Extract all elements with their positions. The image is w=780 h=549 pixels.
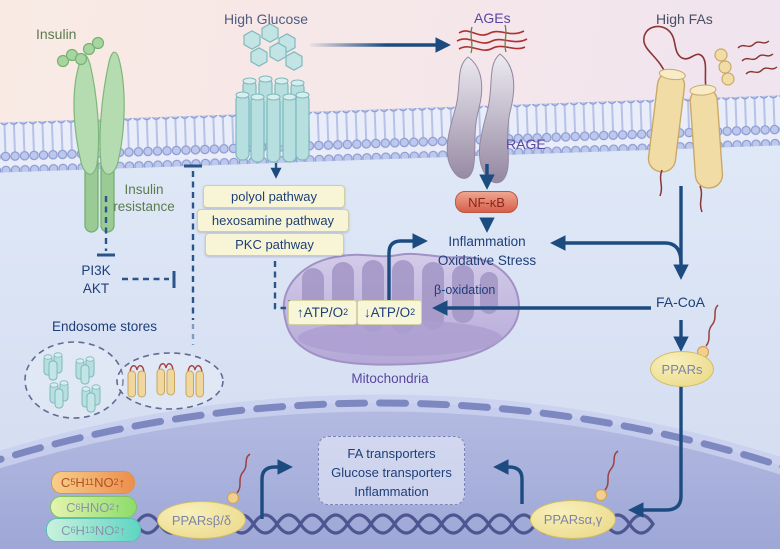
- insulin-receptor: [56, 36, 125, 233]
- pkc-pathway-box: PKC pathway: [205, 233, 344, 256]
- hexosamine-pathway-box: hexosamine pathway: [197, 209, 349, 232]
- ages-label: AGEs: [474, 10, 511, 26]
- insulin-molecule: [56, 36, 105, 68]
- inflammation-label: Inflammation Oxidative Stress: [437, 234, 537, 268]
- high-glucose-label: High Glucose: [224, 11, 309, 27]
- fa-transporters: [643, 25, 778, 213]
- fa-coa-label: FA-CoA: [656, 294, 706, 310]
- ages-molecules: [456, 24, 528, 54]
- high-fas-label: High FAs: [656, 11, 713, 27]
- ppars-ellipse: PPARs: [650, 351, 714, 387]
- cell-membrane: [0, 93, 780, 174]
- free-fatty-acids: [714, 40, 778, 86]
- pathway-arrows: [260, 37, 689, 519]
- rage-label: RAGE: [506, 136, 546, 152]
- mitochondria-label: Mitochondria: [351, 371, 429, 386]
- fatty-acid-chain: [643, 25, 707, 89]
- target-genes-box: FA transporters Glucose transporters Inf…: [318, 436, 465, 505]
- nfkb-pill: NF-κB: [455, 191, 518, 213]
- rage-receptor: [446, 53, 515, 184]
- inhibition-lines: [97, 163, 292, 345]
- arrow-ppars-to-nucleus: [628, 386, 683, 518]
- nuclear-envelope-pores: [0, 399, 780, 470]
- arrow-ppars-ag-to-genes: [493, 459, 524, 504]
- endosome-stores-label: Endosome stores: [52, 319, 158, 334]
- endosome-glucose-vesicle: [24, 341, 124, 419]
- ppars-ag-ellipse: PPARsα,γ: [530, 500, 616, 539]
- insulin-resistance-label: Insulin resistance: [113, 182, 175, 214]
- endosome-stores: [24, 341, 224, 419]
- ppars-bd-ellipse: PPARsβ/δ: [157, 501, 246, 539]
- pi3k-akt-label: PI3K AKT: [81, 263, 111, 296]
- ppars-ligands: [226, 304, 719, 505]
- arrow-ppars-bd-to-genes: [260, 459, 293, 519]
- arrow-mito-to-inflammation: [387, 233, 428, 302]
- beta-oxidation-label: β-oxidation: [434, 283, 496, 297]
- glucose-transporter-channel: [235, 75, 310, 163]
- polyol-pathway-box: polyol pathway: [203, 185, 345, 208]
- glucose-molecules: [243, 23, 303, 71]
- insulin-label: Insulin: [36, 26, 77, 42]
